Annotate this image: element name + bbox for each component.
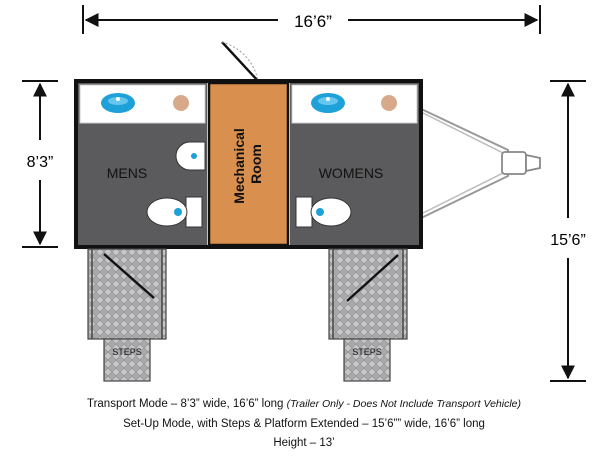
urinal-icon	[175, 141, 206, 171]
caption-height: Height – 13’	[273, 437, 335, 449]
setup-width-label: 15’6”	[550, 232, 586, 249]
mechanical-room-label-line1: Mechanical	[231, 128, 247, 203]
mechanical-room-label-line2: Room	[248, 144, 264, 184]
overall-width-dimension: 16’6”	[82, 5, 541, 34]
caption-transport-mode: Transport Mode – 8’3” wide, 16’6” long (…	[0, 398, 608, 410]
left-steps	[103, 338, 151, 382]
toilet-icon	[295, 196, 352, 228]
right-door-swing	[346, 254, 399, 302]
caption-transport-note: (Trailer Only - Does Not Include Transpo…	[286, 398, 522, 410]
sink-icon	[101, 93, 135, 113]
mechanical-room-label: Mechanical Room	[231, 124, 264, 203]
caption-transport-text: Transport Mode – 8’3” wide, 16’6” long	[86, 398, 287, 410]
left-steps-label: STEPS	[112, 347, 142, 357]
soap-dispenser-icon	[173, 95, 189, 111]
right-steps	[343, 338, 391, 382]
trailer-tongue	[416, 106, 541, 221]
floor-plan-diagram: 16’6” 8’3” 15’6”	[22, 5, 586, 382]
right-platform: STEPS	[328, 248, 408, 382]
womens-label: WOMENS	[319, 165, 384, 181]
mens-room: MENS	[78, 83, 207, 245]
mechanical-room: Mechanical Room	[207, 81, 290, 247]
overall-width-label: 16’6”	[294, 12, 332, 31]
sink-icon	[311, 93, 345, 113]
mens-label: MENS	[107, 165, 147, 181]
left-door-swing	[103, 253, 155, 299]
transport-width-dimension: 8’3”	[22, 80, 58, 248]
womens-vanity	[291, 84, 418, 124]
mechanical-door-swing	[221, 41, 259, 82]
soap-dispenser-icon	[381, 95, 397, 111]
womens-room: WOMENS	[290, 83, 419, 245]
caption-setup-mode: Set-Up Mode, with Steps & Platform Exten…	[123, 418, 485, 430]
transport-width-label: 8’3”	[27, 154, 54, 171]
left-platform: STEPS	[87, 248, 167, 382]
right-steps-label: STEPS	[352, 347, 382, 357]
setup-width-dimension: 15’6”	[550, 80, 586, 382]
toilet-icon	[146, 196, 203, 228]
